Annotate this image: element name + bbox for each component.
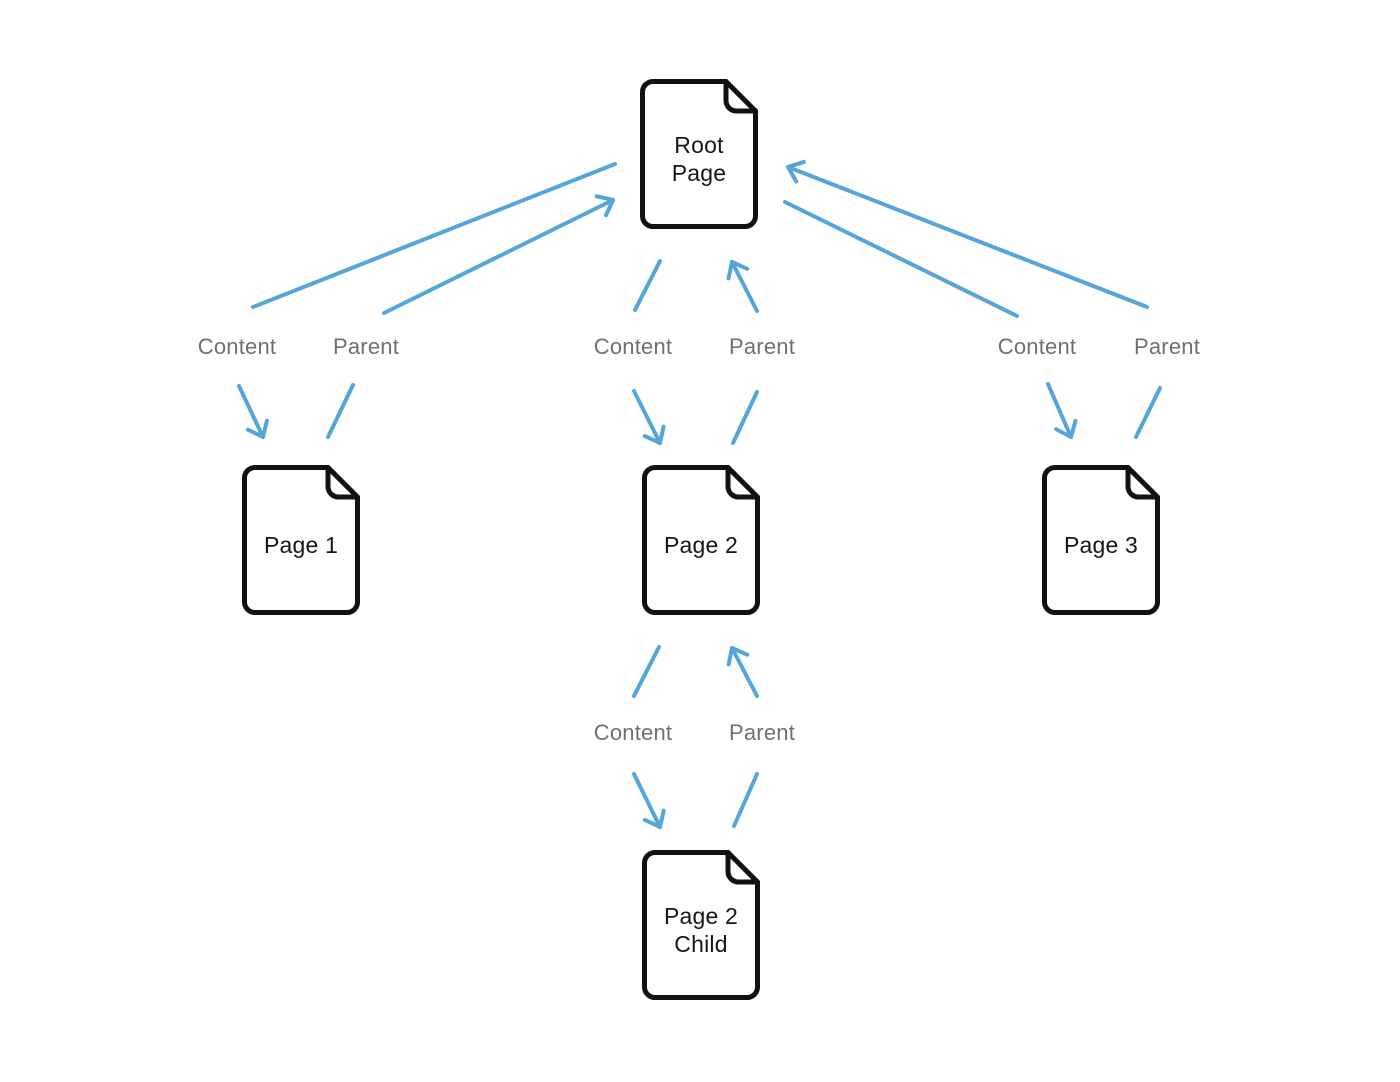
edge-label-content: Content	[997, 334, 1077, 359]
node-label: Page 2	[642, 465, 760, 615]
edge-line	[326, 383, 355, 439]
edge-root-to-page3-content	[783, 200, 1078, 439]
node-label: Page 1	[242, 465, 360, 615]
node-label-line: Page 2	[663, 531, 739, 558]
edge-arrow	[1046, 382, 1078, 439]
edge-label-content: Content	[593, 720, 673, 745]
edge-line	[251, 162, 617, 309]
node-label-line: Child	[674, 930, 728, 957]
edge-root-to-page2-content	[632, 259, 666, 445]
document-icon	[642, 850, 760, 1000]
edge-label-content: Content	[593, 334, 673, 359]
node-page-2: Page 2	[642, 465, 760, 615]
edge-label-content: Content	[197, 334, 277, 359]
edge-page2-to-root-parent	[726, 260, 759, 445]
edge-label-parent: Parent	[728, 720, 796, 745]
edge-arrow	[726, 646, 759, 698]
node-page-2-child: Page 2 Child	[642, 850, 760, 1000]
edge-arrow	[632, 389, 666, 445]
edge-label-parent: Parent	[1133, 334, 1201, 359]
edge-child-to-page2-parent	[726, 646, 759, 828]
edge-arrow	[237, 384, 269, 439]
node-page-3: Page 3	[1042, 465, 1160, 615]
edge-line	[731, 390, 759, 445]
node-label: Root Page	[640, 79, 758, 229]
node-label-line: Page 2	[663, 902, 739, 929]
node-label-line: Page 1	[263, 531, 339, 558]
edge-line	[632, 645, 661, 698]
document-icon	[242, 465, 360, 615]
edge-line	[732, 772, 759, 828]
edge-page3-to-root-parent	[786, 159, 1162, 439]
edge-line	[783, 200, 1019, 318]
node-label-line: Root	[674, 131, 724, 158]
edge-root-to-page1-content	[237, 162, 617, 439]
document-icon	[642, 465, 760, 615]
edge-page1-to-root-parent	[326, 194, 615, 439]
edge-label-parent: Parent	[332, 334, 400, 359]
document-icon	[1042, 465, 1160, 615]
edge-arrow	[382, 194, 615, 315]
edge-arrow	[632, 772, 666, 829]
node-label: Page 2 Child	[642, 850, 760, 1000]
node-page-1: Page 1	[242, 465, 360, 615]
edge-line	[1134, 386, 1162, 439]
node-label: Page 3	[1042, 465, 1160, 615]
edge-label-parent: Parent	[728, 334, 796, 359]
document-icon	[640, 79, 758, 229]
node-label-line: Page	[671, 159, 727, 186]
node-label-line: Page 3	[1063, 531, 1139, 558]
edge-page2-to-child-content	[632, 645, 666, 829]
edge-arrow	[786, 159, 1149, 309]
edge-arrow	[726, 260, 759, 313]
edge-line	[633, 259, 662, 312]
node-root-page: Root Page	[640, 79, 758, 229]
